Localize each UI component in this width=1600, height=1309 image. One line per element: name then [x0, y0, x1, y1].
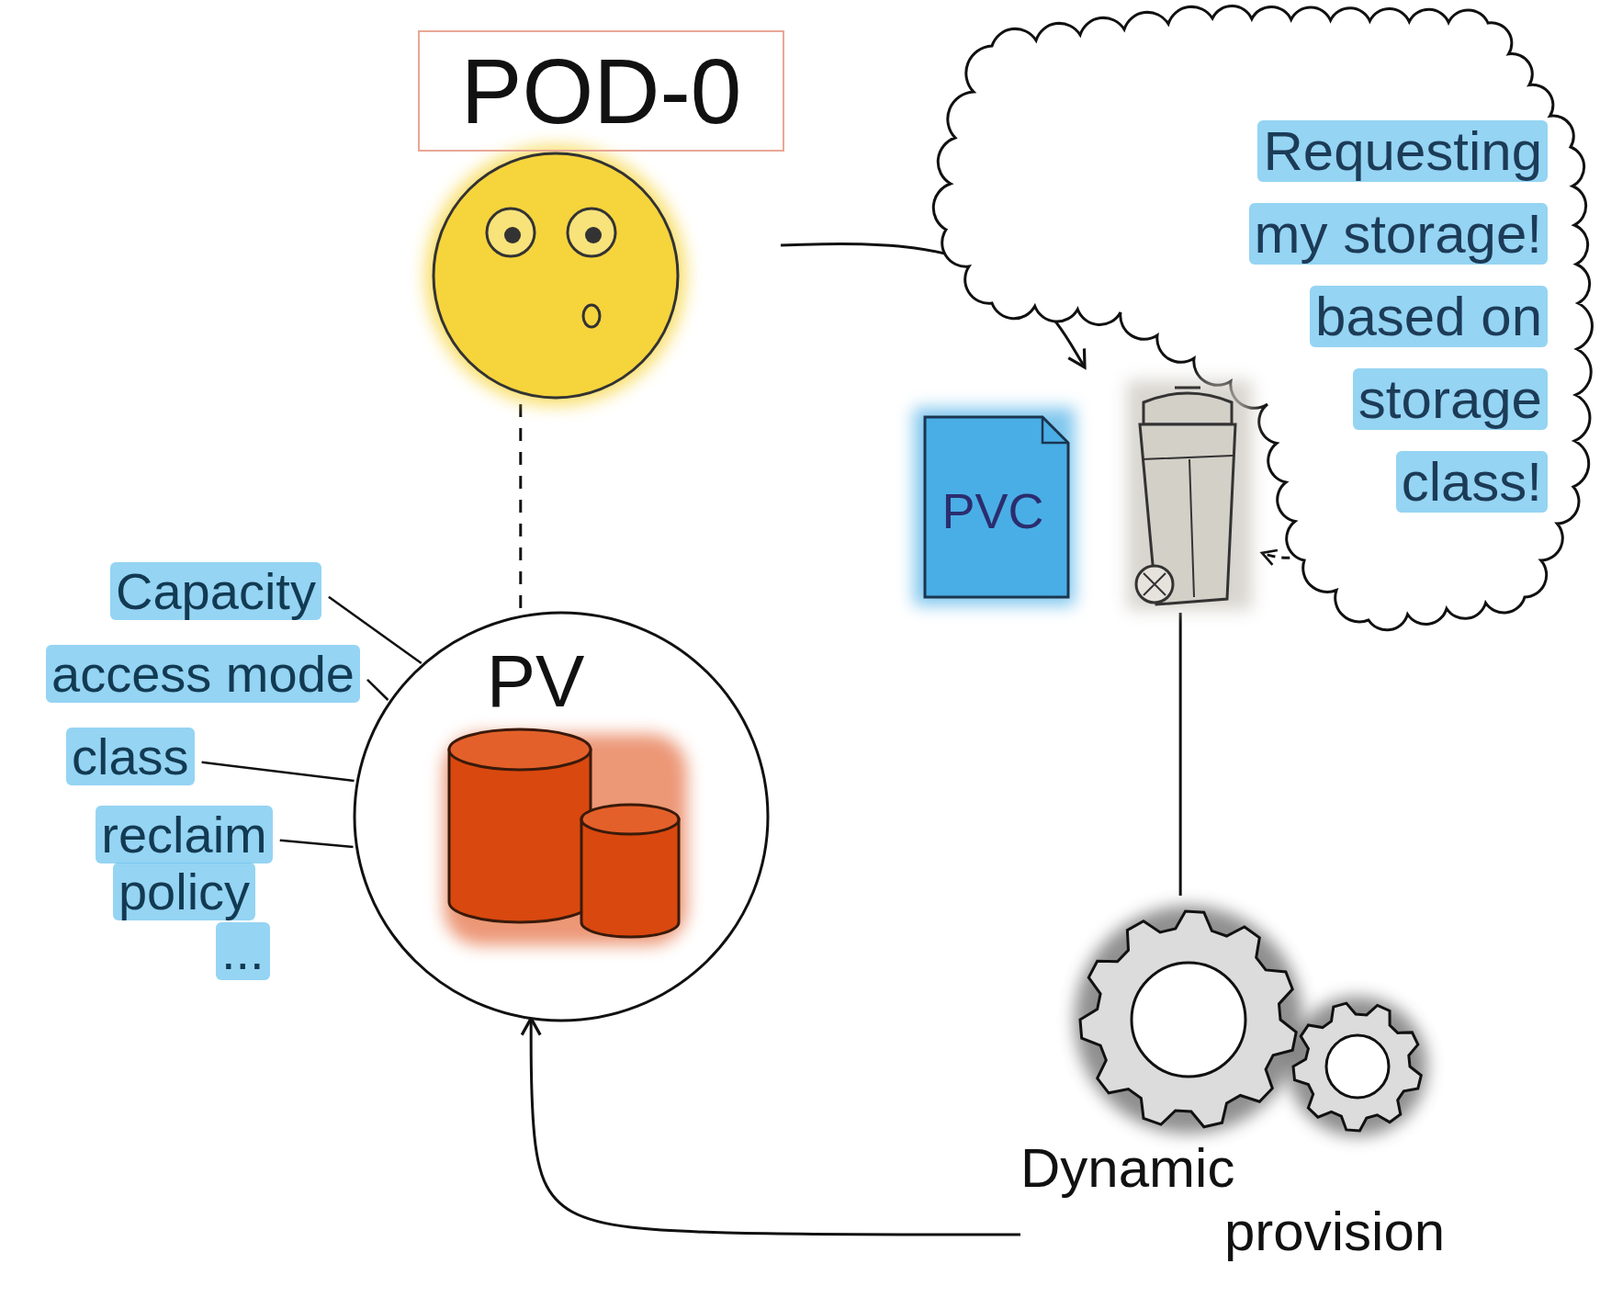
volume-circle: PV — [351, 609, 771, 1024]
text-frame: Dynamic provision — [1020, 1136, 1459, 1263]
leader-line — [202, 762, 355, 781]
property-label: reclaim policy — [95, 805, 272, 921]
node-text: Dynamic provision — [1020, 1137, 1445, 1262]
text-frame: POD-0 — [417, 30, 785, 152]
node-text: PVC — [941, 485, 1044, 536]
label-frame: ... — [215, 923, 271, 981]
leader-line — [280, 840, 354, 847]
provisioner-gears: Dynamic provision — [1020, 895, 1471, 1277]
property-label: class — [66, 727, 195, 786]
label-frame: class — [66, 728, 195, 786]
leader-line — [367, 679, 389, 700]
text-frame: PV — [471, 644, 600, 719]
node-text: Requesting my storage! based on storage … — [1249, 120, 1548, 513]
label-frame: access mode — [45, 645, 361, 703]
pod: POD-0 — [417, 30, 781, 405]
node-text: POD-0 — [461, 45, 743, 137]
node-text: PV — [486, 640, 586, 722]
property-label: access mode — [45, 644, 361, 703]
claim-document: PVC — [913, 367, 1256, 613]
property-label: ... — [215, 922, 271, 981]
provision-arrow — [530, 1018, 1021, 1235]
label-frame: Capacity — [110, 563, 322, 620]
label-frame: reclaim policy — [80, 806, 288, 920]
text-frame: PVC — [913, 407, 1072, 613]
property-label: Capacity — [110, 562, 322, 620]
binding-line — [518, 404, 522, 617]
text-frame: Requesting my storage! based on storage … — [1239, 110, 1548, 524]
provision-line — [1179, 612, 1183, 896]
